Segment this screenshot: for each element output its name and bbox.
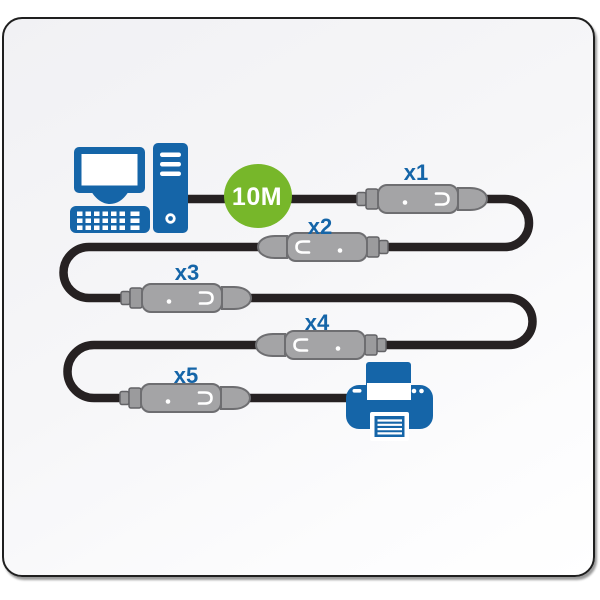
badge-circle: [224, 164, 292, 228]
monitor-screen: [81, 154, 138, 186]
repeater-label-x4: x4: [305, 310, 330, 335]
repeater-unit-x5: [118, 382, 252, 414]
repeater-unit-x4: [254, 329, 388, 361]
printer-paper-input: [366, 362, 411, 388]
repeater-label-x1: x1: [404, 160, 428, 185]
printer-indicator-dot: [419, 388, 424, 394]
repeater-label-x3: x3: [175, 260, 199, 285]
keyboard-keys: [77, 211, 140, 230]
printer-icon: [346, 362, 433, 441]
tower-power-button: [165, 213, 176, 224]
repeater-unit-x3: [119, 282, 253, 314]
length-badge: 10M: [224, 164, 292, 228]
desktop-computer-icon: [70, 143, 188, 233]
repeater-label-x2: x2: [308, 214, 332, 239]
printer-paper-output: [370, 412, 409, 441]
monitor-stand: [90, 189, 130, 204]
printer-paper-sheet: [367, 383, 411, 400]
repeater-unit-x1: [355, 183, 489, 215]
tower-vents: [160, 152, 181, 176]
repeater-label-x5: x5: [174, 363, 198, 388]
usb-cable: [59, 194, 537, 403]
printer-indicator-dash: [352, 389, 362, 393]
badge-label: 10M: [232, 183, 282, 211]
printer-indicator-dot: [411, 388, 417, 394]
